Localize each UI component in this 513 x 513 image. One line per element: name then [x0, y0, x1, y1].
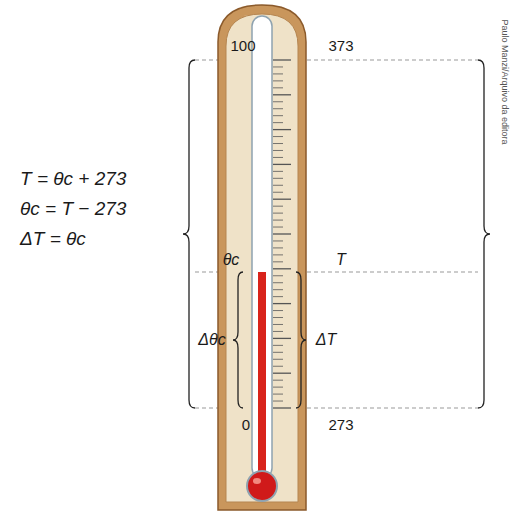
scale-value: T [336, 252, 346, 268]
scale-value: 0 [242, 417, 250, 432]
scale-value: 373 [328, 38, 353, 53]
credit-watermark: Paulo Manzi/Arquivo da editora [500, 19, 509, 144]
mercury-column [258, 272, 266, 482]
thermometer-bulb [247, 471, 277, 501]
equation: ΔT = θc [20, 229, 86, 248]
braces [183, 60, 490, 408]
scale-value: 273 [328, 417, 353, 432]
thermometer-frame [218, 5, 306, 510]
interval-label: ΔT [316, 332, 337, 348]
equation: θc = T − 273 [20, 199, 126, 218]
scale-ticks [273, 60, 291, 408]
interval-label: Δθc [198, 332, 225, 348]
equation: T = θc + 273 [20, 169, 126, 188]
scale-value: θc [223, 252, 240, 268]
bulb-highlight [253, 478, 261, 484]
scale-value: 100 [230, 38, 255, 53]
